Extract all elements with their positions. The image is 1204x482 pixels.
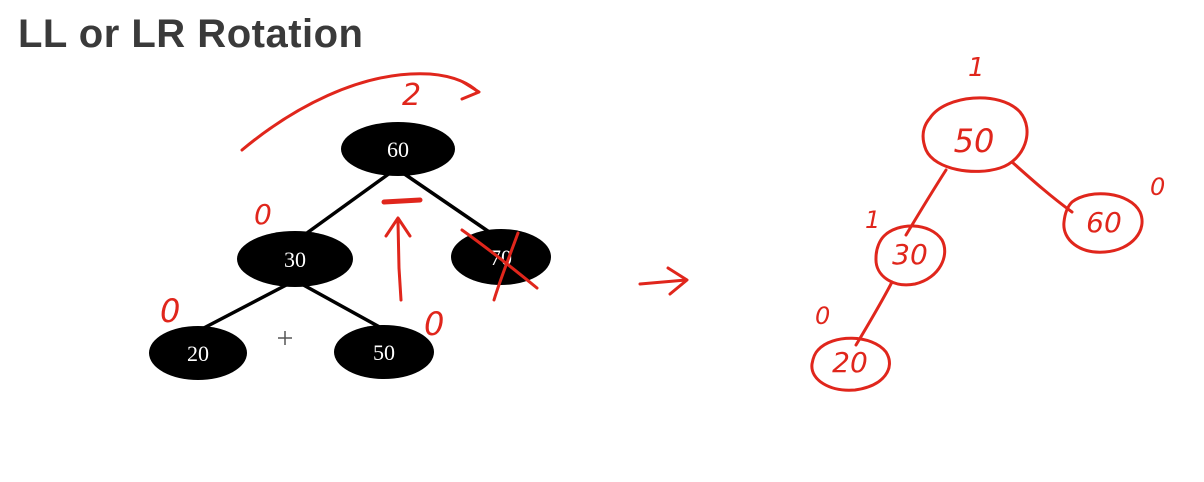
right-node-20-label: 20	[832, 346, 868, 379]
bf-r60: 0	[1150, 173, 1165, 201]
edge-50-60	[1010, 160, 1074, 214]
left-balance-factors: 2 0 0 0	[160, 78, 444, 343]
bf-60: 2	[402, 78, 421, 113]
edge-30-20	[199, 280, 293, 332]
edge-30-50	[297, 280, 386, 332]
transform-arrowhead-icon	[666, 266, 689, 296]
right-node-50-label: 50	[954, 122, 995, 160]
right-node-30-label: 30	[892, 238, 928, 271]
edge-60-30	[298, 171, 392, 240]
node-label: 30	[284, 247, 306, 272]
up-arrow	[396, 220, 403, 302]
bf-r50: 1	[968, 53, 985, 83]
bf-50: 0	[424, 305, 444, 343]
bf-30: 0	[254, 198, 272, 231]
underline-mark	[381, 197, 423, 205]
transform-arrow	[638, 278, 688, 286]
right-node-20-circle	[810, 336, 891, 392]
left-tree-node-20: 20	[149, 326, 247, 380]
delete-cross-icon	[460, 228, 539, 290]
right-node-60-circle	[1062, 192, 1144, 254]
edge-60-70	[402, 171, 499, 240]
up-arrowhead-icon	[384, 216, 412, 238]
right-tree-labels: 50 30 60 20	[832, 122, 1122, 379]
bf-20: 0	[160, 292, 180, 330]
right-tree	[810, 96, 1144, 392]
edge-30-20	[854, 280, 894, 347]
rotation-arrowhead-icon	[460, 80, 481, 101]
node-label: 50	[373, 340, 395, 365]
bf-r20: 0	[815, 302, 830, 330]
bf-r30: 1	[865, 206, 880, 234]
right-node-30-circle	[874, 224, 947, 287]
left-tree-edges	[199, 171, 499, 332]
node-label: 60	[387, 137, 409, 162]
edge-50-30	[904, 168, 948, 237]
left-tree-node-50: 50	[334, 325, 434, 379]
node-label: 20	[187, 341, 209, 366]
right-node-60-label: 60	[1086, 206, 1122, 239]
page-title: LL or LR Rotation	[18, 12, 364, 56]
left-tree-node-30: 30	[237, 231, 353, 287]
left-annotations	[240, 72, 689, 302]
cursor-crosshair-icon	[278, 331, 292, 345]
delete-cross-icon-2	[492, 231, 520, 302]
left-tree-node-60: 60	[341, 122, 455, 176]
right-balance-factors: 1 1 0 0	[815, 53, 1165, 330]
right-node-50-circle	[921, 96, 1029, 173]
